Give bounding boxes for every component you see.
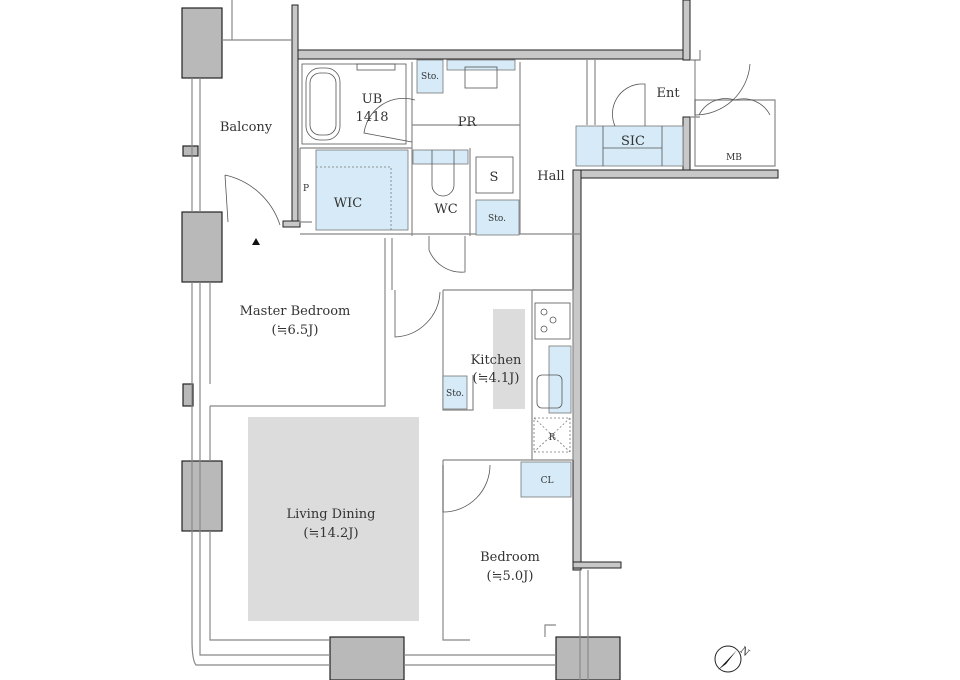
label-hall: Hall xyxy=(537,169,564,184)
label-pr: PR xyxy=(458,115,478,130)
label-r: R xyxy=(549,433,556,443)
label-bedroom-size: (≒5.0J) xyxy=(487,569,534,584)
label-kitchen: Kitchen xyxy=(471,353,522,368)
north-arrow-icon: N xyxy=(714,645,752,673)
label-sic: SIC xyxy=(621,134,645,149)
label-storage-2: Sto. xyxy=(488,214,506,224)
label-p: P xyxy=(303,184,309,194)
label-mb: MB xyxy=(726,153,742,163)
kitchen-counter xyxy=(493,309,525,409)
outer-lines xyxy=(191,0,701,680)
label-ent: Ent xyxy=(656,86,680,101)
label-living-dining: Living Dining xyxy=(287,507,376,522)
label-balcony: Balcony xyxy=(220,120,273,135)
label-s: S xyxy=(490,170,499,185)
doors xyxy=(224,60,771,513)
label-ub-size: 1418 xyxy=(355,110,388,125)
label-living-dining-size: (≒14.2J) xyxy=(303,526,358,541)
living-dining-area xyxy=(248,417,419,621)
room-labels: Balcony UB 1418 PR Sto. Ent SIC MB Hall … xyxy=(220,72,742,584)
label-kitchen-size: (≒4.1J) xyxy=(473,371,520,386)
label-wic: WIC xyxy=(334,196,362,211)
label-ub: UB xyxy=(362,92,383,107)
bathtub xyxy=(301,63,416,145)
entrance-marker-icon xyxy=(252,238,260,245)
label-wc: WC xyxy=(434,202,457,217)
label-cl: CL xyxy=(541,476,554,486)
label-bedroom: Bedroom xyxy=(480,550,540,565)
label-storage-3: Sto. xyxy=(446,389,464,399)
storage-areas xyxy=(315,59,684,498)
columns xyxy=(181,7,621,680)
label-master-bedroom-size: (≒6.5J) xyxy=(272,323,319,338)
compass-label: N xyxy=(738,645,752,659)
label-storage-1: Sto. xyxy=(421,72,439,82)
label-master-bedroom: Master Bedroom xyxy=(240,304,351,319)
interior-lines xyxy=(210,60,776,641)
